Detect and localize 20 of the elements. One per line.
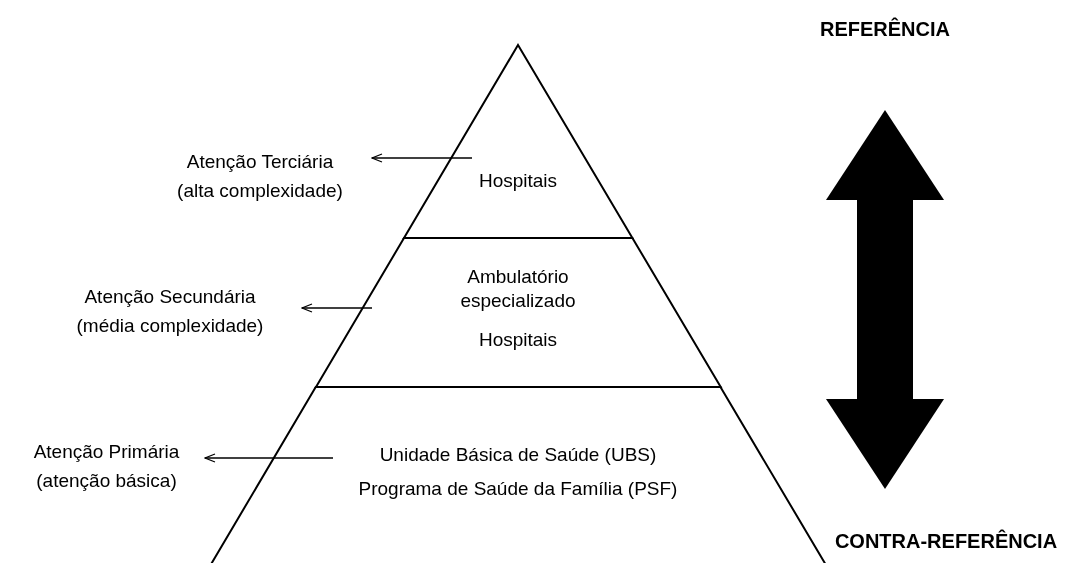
level-subtitle: (atenção básica) (35, 468, 178, 493)
direction-label: CONTRA-REFERÊNCIA (815, 530, 1077, 553)
pyramid-tier (210, 387, 827, 563)
tier-text: Hospitais (477, 328, 559, 352)
arrow (301, 303, 373, 313)
pyramid-tier (404, 45, 633, 238)
arrow (204, 453, 334, 463)
double-arrow (826, 110, 944, 489)
pyramid-tier (315, 238, 721, 387)
level-subtitle: (média complexidade) (75, 313, 265, 338)
level-subtitle: (alta complexidade) (176, 178, 344, 203)
tier-text: Programa de Saúde da Família (PSF) (357, 477, 679, 501)
arrow (371, 153, 473, 163)
level-title: Atenção Secundária (83, 285, 257, 309)
tier-text: Unidade Básica de Saúde (UBS) (378, 443, 658, 467)
level-title: Atenção Primária (32, 440, 181, 464)
tier-text: Ambulatório especializado (459, 265, 577, 313)
level-title: Atenção Terciária (185, 150, 335, 174)
tier-text: Hospitais (477, 169, 559, 193)
direction-label: REFERÊNCIA (800, 18, 970, 41)
